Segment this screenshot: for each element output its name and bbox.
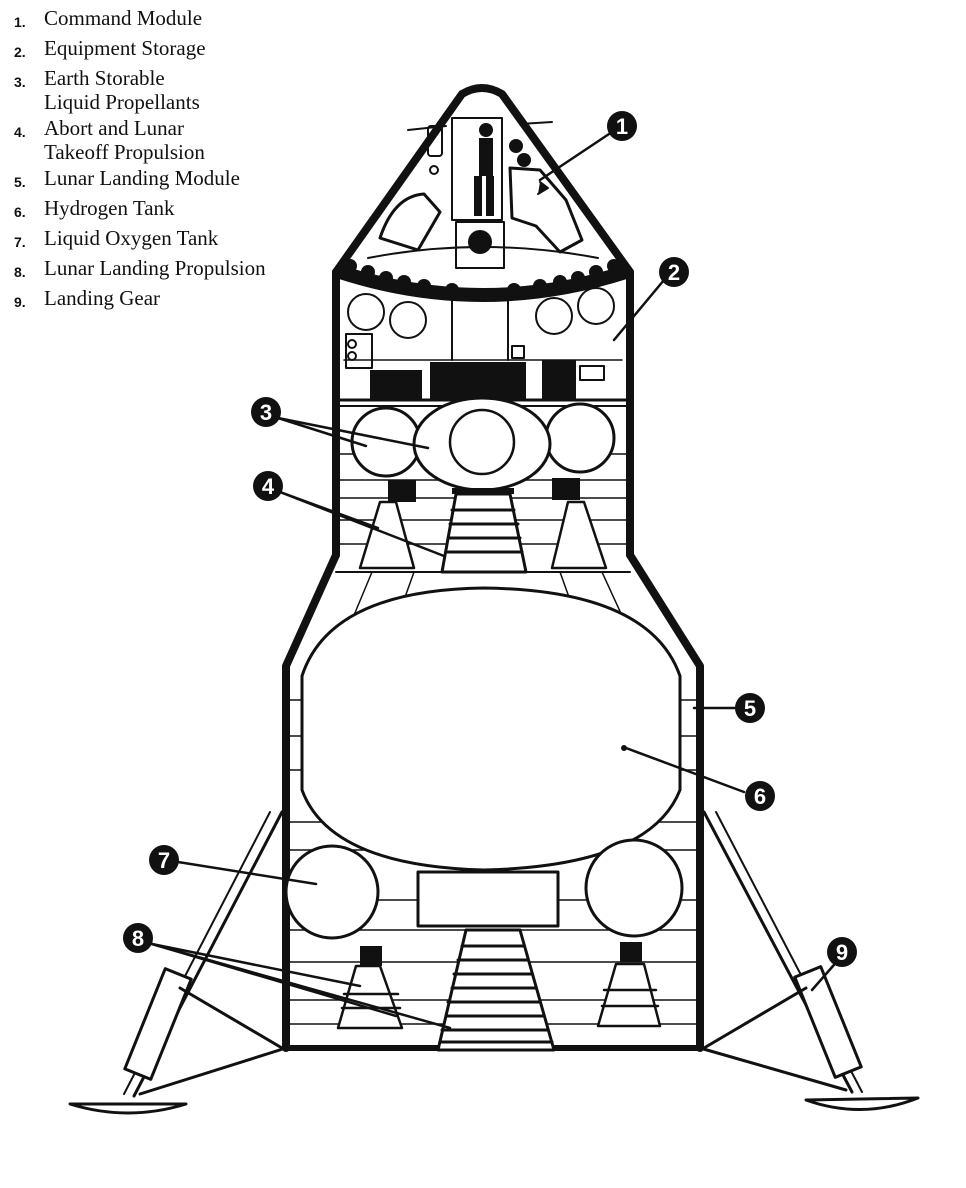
heat-shield-ports <box>343 259 621 297</box>
legend-number: 4. <box>14 124 26 140</box>
legend-item-liquid-oxygen-tank: 7. Liquid Oxygen Tank <box>14 226 266 254</box>
legend-item-lunar-landing-module: 5. Lunar Landing Module <box>14 166 266 194</box>
callout-5: 5 <box>735 693 765 723</box>
callout-9-label: 9 <box>836 940 848 965</box>
callout-8-label: 8 <box>132 926 144 951</box>
landing-gear <box>68 810 920 1115</box>
hydrogen-tank <box>300 586 682 872</box>
callout-6-label: 6 <box>754 784 766 809</box>
callout-1: 1 <box>607 111 637 141</box>
legend-item-command-module: 1. Command Module <box>14 6 266 34</box>
callout-8: 8 <box>123 923 153 953</box>
upper-propulsion-section <box>335 396 631 574</box>
lunar-landing-module <box>282 551 704 1052</box>
callout-3-label: 3 <box>260 400 272 425</box>
legend-label: Equipment Storage <box>44 36 206 60</box>
legend-item-lunar-landing-propulsion: 8. Lunar Landing Propulsion <box>14 256 266 284</box>
legend-label: Lunar Landing Propulsion <box>44 256 266 280</box>
legend-number: 3. <box>14 74 26 90</box>
astronaut-figure <box>474 123 494 216</box>
callout-3: 3 <box>251 397 281 427</box>
legend-number: 6. <box>14 204 26 220</box>
legend-number: 8. <box>14 264 26 280</box>
callout-4: 4 <box>253 471 283 501</box>
callout-4-label: 4 <box>262 474 275 499</box>
callout-2-label: 2 <box>668 260 680 285</box>
liquid-oxygen-tank-right <box>584 838 684 938</box>
legend-label: Abort and Lunar Takeoff Propulsion <box>44 116 205 164</box>
legend-item-abort-takeoff-propulsion: 4. Abort and Lunar Takeoff Propulsion <box>14 116 266 164</box>
legend-item-earth-storable-propellants: 3. Earth Storable Liquid Propellants <box>14 66 266 114</box>
legend-number: 1. <box>14 14 26 30</box>
legend-item-landing-gear: 9. Landing Gear <box>14 286 266 314</box>
legend-number: 2. <box>14 44 26 60</box>
propellant-tank-left <box>350 406 422 478</box>
legend-number: 9. <box>14 294 26 310</box>
callout-7: 7 <box>149 845 179 875</box>
legend-label: Command Module <box>44 6 203 30</box>
command-module <box>332 84 634 302</box>
callout-2: 2 <box>659 257 689 287</box>
legend-number: 7. <box>14 234 26 250</box>
legend-label: Hydrogen Tank <box>44 196 175 220</box>
legend-label: Landing Gear <box>44 286 161 310</box>
callout-7-label: 7 <box>158 848 170 873</box>
legend: 1. Command Module 2. Equipment Storage 3. E… <box>14 6 266 316</box>
callout-5-label: 5 <box>744 696 756 721</box>
callout-6: 6 <box>745 781 775 811</box>
legend-label: Lunar Landing Module <box>44 166 240 190</box>
leader-lines <box>150 130 842 1030</box>
legend-label: Earth Storable Liquid Propellants <box>44 66 200 114</box>
legend-item-hydrogen-tank: 6. Hydrogen Tank <box>14 196 266 224</box>
legend-label: Liquid Oxygen Tank <box>44 226 219 250</box>
legend-item-equipment-storage: 2. Equipment Storage <box>14 36 266 64</box>
legend-number: 5. <box>14 174 26 190</box>
liquid-oxygen-tank-left <box>284 844 380 940</box>
propellant-tank-right <box>544 402 616 474</box>
callout-9: 9 <box>827 937 857 967</box>
callout-1-label: 1 <box>616 114 628 139</box>
